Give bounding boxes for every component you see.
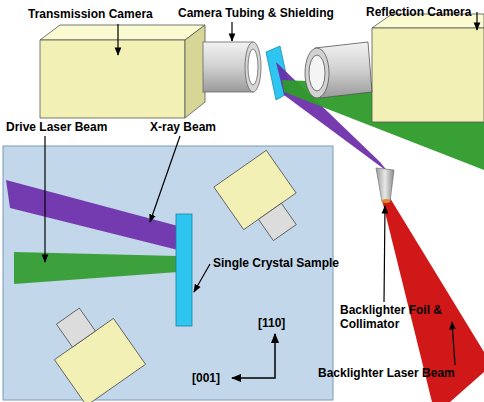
camera-tubing: [203, 42, 261, 92]
callout-label: Single Crystal Sample: [213, 256, 339, 270]
inset-sample: [176, 214, 192, 326]
callout-label: [001]: [192, 371, 220, 385]
callout-label: [110]: [258, 316, 285, 330]
axis-arrows: [232, 334, 275, 378]
callout-label: X-ray Beam: [150, 120, 216, 134]
reflection-camera: [305, 14, 484, 122]
transmission-camera: [40, 25, 205, 118]
callout-label: Reflection Camera: [366, 5, 471, 19]
leader-lines: [45, 12, 477, 365]
callout-label: Camera Tubing & Shielding: [178, 6, 334, 20]
callout-label: Backlighter Laser Beam: [318, 366, 455, 380]
backlighter-collimator: [376, 168, 394, 203]
callout-label: Backlighter Foil & Collimator: [340, 303, 450, 331]
inset-lower-camera: [38, 295, 145, 402]
callout-label: Transmission Camera: [28, 7, 153, 21]
inset-drive-laser-beam: [14, 252, 178, 284]
inset-panel: [3, 146, 333, 400]
callout-label: Drive Laser Beam: [6, 120, 107, 134]
inset-upper-camera: [214, 150, 311, 251]
